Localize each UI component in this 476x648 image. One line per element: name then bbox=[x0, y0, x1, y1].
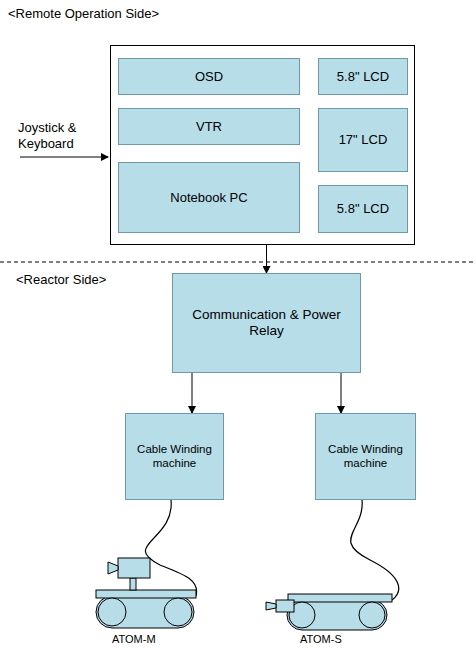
connector-arrow bbox=[192, 373, 193, 413]
box-label: OSD bbox=[191, 67, 227, 87]
component-box: Cable Winding machine bbox=[315, 413, 416, 500]
robot-atom-m bbox=[96, 558, 196, 628]
component-box: Notebook PC bbox=[118, 162, 300, 233]
box-label: 5.8" LCD bbox=[333, 199, 393, 219]
box-label: Communication & Power Relay bbox=[173, 305, 360, 341]
text-label: ATOM-M bbox=[112, 633, 192, 646]
text-label: Joystick & Keyboard bbox=[18, 120, 106, 151]
text-label: ATOM-S bbox=[300, 633, 380, 646]
cable bbox=[351, 500, 399, 600]
box-label: Notebook PC bbox=[166, 188, 251, 208]
box-label: VTR bbox=[192, 117, 226, 137]
component-box: 5.8" LCD bbox=[318, 58, 408, 95]
component-box: 5.8" LCD bbox=[318, 185, 408, 233]
console-box: OSD VTR Notebook PC 5.8" LCD 17" LCD 5.8" LCD bbox=[110, 45, 415, 245]
connector-arrow bbox=[341, 373, 342, 413]
connector-arrow bbox=[266, 245, 267, 273]
box-label: Cable Winding machine bbox=[126, 441, 223, 473]
cable bbox=[145, 500, 196, 596]
box-label: 17" LCD bbox=[335, 130, 392, 150]
component-box: 17" LCD bbox=[318, 108, 408, 172]
component-box: OSD bbox=[118, 58, 300, 95]
text-label: <Remote Operation Side> bbox=[8, 6, 208, 22]
divider-line bbox=[0, 262, 476, 263]
robot-atom-s bbox=[266, 594, 392, 630]
box-label: Cable Winding machine bbox=[316, 441, 415, 473]
component-box: Communication & Power Relay bbox=[172, 273, 361, 373]
component-box: VTR bbox=[118, 108, 300, 145]
component-box: Cable Winding machine bbox=[125, 413, 224, 500]
text-label: <Reactor Side> bbox=[16, 272, 166, 288]
input-arrow bbox=[20, 157, 108, 158]
box-label: 5.8" LCD bbox=[333, 67, 393, 87]
